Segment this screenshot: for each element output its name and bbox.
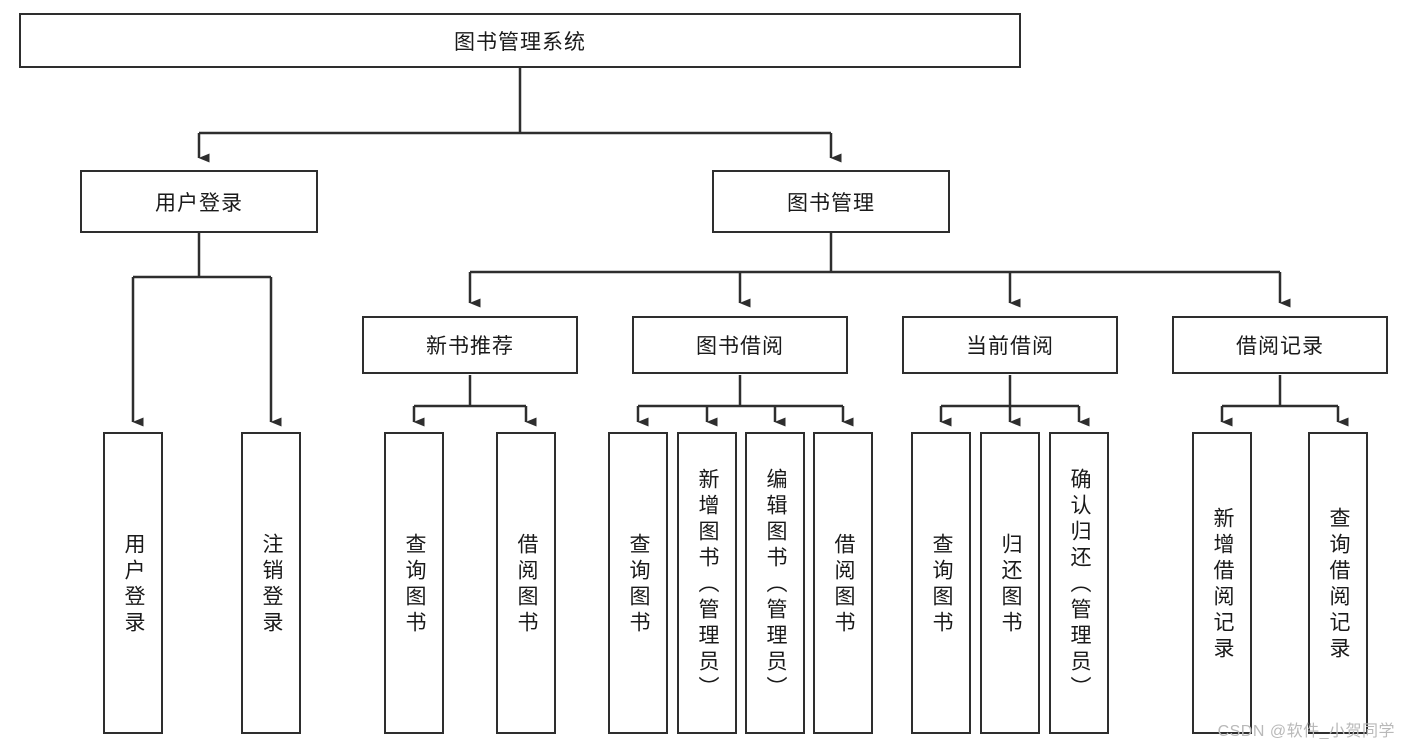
node-leaf-query-book-3[interactable]: 查询图书 <box>911 432 971 734</box>
node-user-login-label: 用户登录 <box>155 191 243 215</box>
node-root-label: 图书管理系统 <box>454 30 586 54</box>
node-current-borrow-label: 当前借阅 <box>966 335 1054 358</box>
node-book-management[interactable]: 图书管理 <box>712 170 950 233</box>
node-leaf-query-book-1[interactable]: 查询图书 <box>384 432 444 734</box>
node-leaf-logout-login[interactable]: 注销登录 <box>241 432 301 734</box>
node-leaf-borrow-book-2[interactable]: 借阅图书 <box>813 432 873 734</box>
node-book-borrow-label: 图书借阅 <box>696 335 784 358</box>
node-leaf-query-record[interactable]: 查询借阅记录 <box>1308 432 1368 734</box>
node-leaf-confirm-return[interactable]: 确认归还（管理员） <box>1049 432 1109 734</box>
node-leaf-query-record-label: 查询借阅记录 <box>1327 507 1351 663</box>
node-leaf-confirm-return-label: 确认归还（管理员） <box>1068 468 1092 702</box>
node-leaf-add-book-label: 新增图书（管理员） <box>696 468 720 702</box>
node-leaf-query-book-2[interactable]: 查询图书 <box>608 432 668 734</box>
node-leaf-borrow-book-1-label: 借阅图书 <box>515 533 539 637</box>
node-root[interactable]: 图书管理系统 <box>19 13 1021 68</box>
node-book-borrow[interactable]: 图书借阅 <box>632 316 848 374</box>
node-borrow-record-label: 借阅记录 <box>1236 335 1324 358</box>
node-leaf-query-book-2-label: 查询图书 <box>627 533 651 637</box>
watermark-text: CSDN @软件_小贺同学 <box>1217 723 1395 740</box>
node-leaf-add-book[interactable]: 新增图书（管理员） <box>677 432 737 734</box>
node-leaf-query-book-3-label: 查询图书 <box>930 533 954 637</box>
node-leaf-add-record[interactable]: 新增借阅记录 <box>1192 432 1252 734</box>
node-current-borrow[interactable]: 当前借阅 <box>902 316 1118 374</box>
node-new-book-recommend-label: 新书推荐 <box>426 335 514 358</box>
node-leaf-query-book-1-label: 查询图书 <box>403 533 427 637</box>
node-leaf-user-login[interactable]: 用户登录 <box>103 432 163 734</box>
node-leaf-return-book[interactable]: 归还图书 <box>980 432 1040 734</box>
node-leaf-add-record-label: 新增借阅记录 <box>1211 507 1235 663</box>
node-book-management-label: 图书管理 <box>787 191 875 215</box>
node-new-book-recommend[interactable]: 新书推荐 <box>362 316 578 374</box>
node-leaf-borrow-book-2-label: 借阅图书 <box>832 533 856 637</box>
node-leaf-user-login-label: 用户登录 <box>122 533 146 637</box>
node-borrow-record[interactable]: 借阅记录 <box>1172 316 1388 374</box>
node-leaf-return-book-label: 归还图书 <box>999 533 1023 637</box>
node-leaf-edit-book[interactable]: 编辑图书（管理员） <box>745 432 805 734</box>
node-leaf-logout-login-label: 注销登录 <box>260 533 284 637</box>
node-user-login[interactable]: 用户登录 <box>80 170 318 233</box>
node-leaf-borrow-book-1[interactable]: 借阅图书 <box>496 432 556 734</box>
node-leaf-edit-book-label: 编辑图书（管理员） <box>764 468 788 702</box>
